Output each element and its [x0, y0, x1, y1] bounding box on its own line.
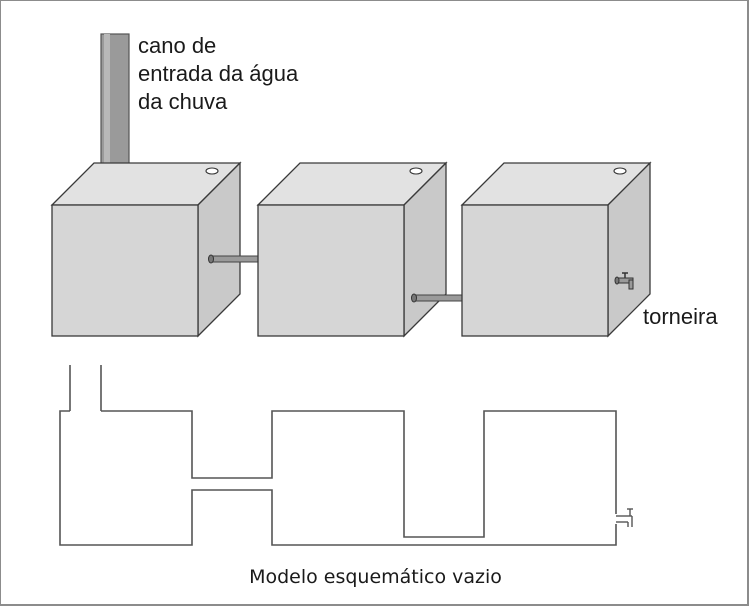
connector-pipe-upper — [208, 254, 260, 264]
vent-hole-icon — [613, 167, 627, 175]
faucet-icon — [616, 508, 633, 527]
inlet-pipe-label: cano de entrada da água da chuva — [138, 32, 298, 116]
faucet-icon — [614, 272, 634, 290]
vent-hole-icon — [205, 167, 219, 175]
tap-label: torneira — [643, 304, 718, 329]
tank-2 — [256, 161, 448, 338]
connector-pipe-lower — [411, 293, 465, 303]
vent-hole-icon — [409, 167, 423, 175]
inlet-label-line-3: da chuva — [138, 89, 228, 114]
inlet-label-line-2: entrada da água — [138, 61, 299, 86]
schematic-outline — [59, 365, 617, 546]
tank-3 — [460, 161, 652, 338]
tank-1 — [50, 161, 242, 338]
figure-caption: Modelo esquemático vazio — [249, 566, 502, 588]
inlet-label-line-1: cano de — [138, 33, 217, 58]
